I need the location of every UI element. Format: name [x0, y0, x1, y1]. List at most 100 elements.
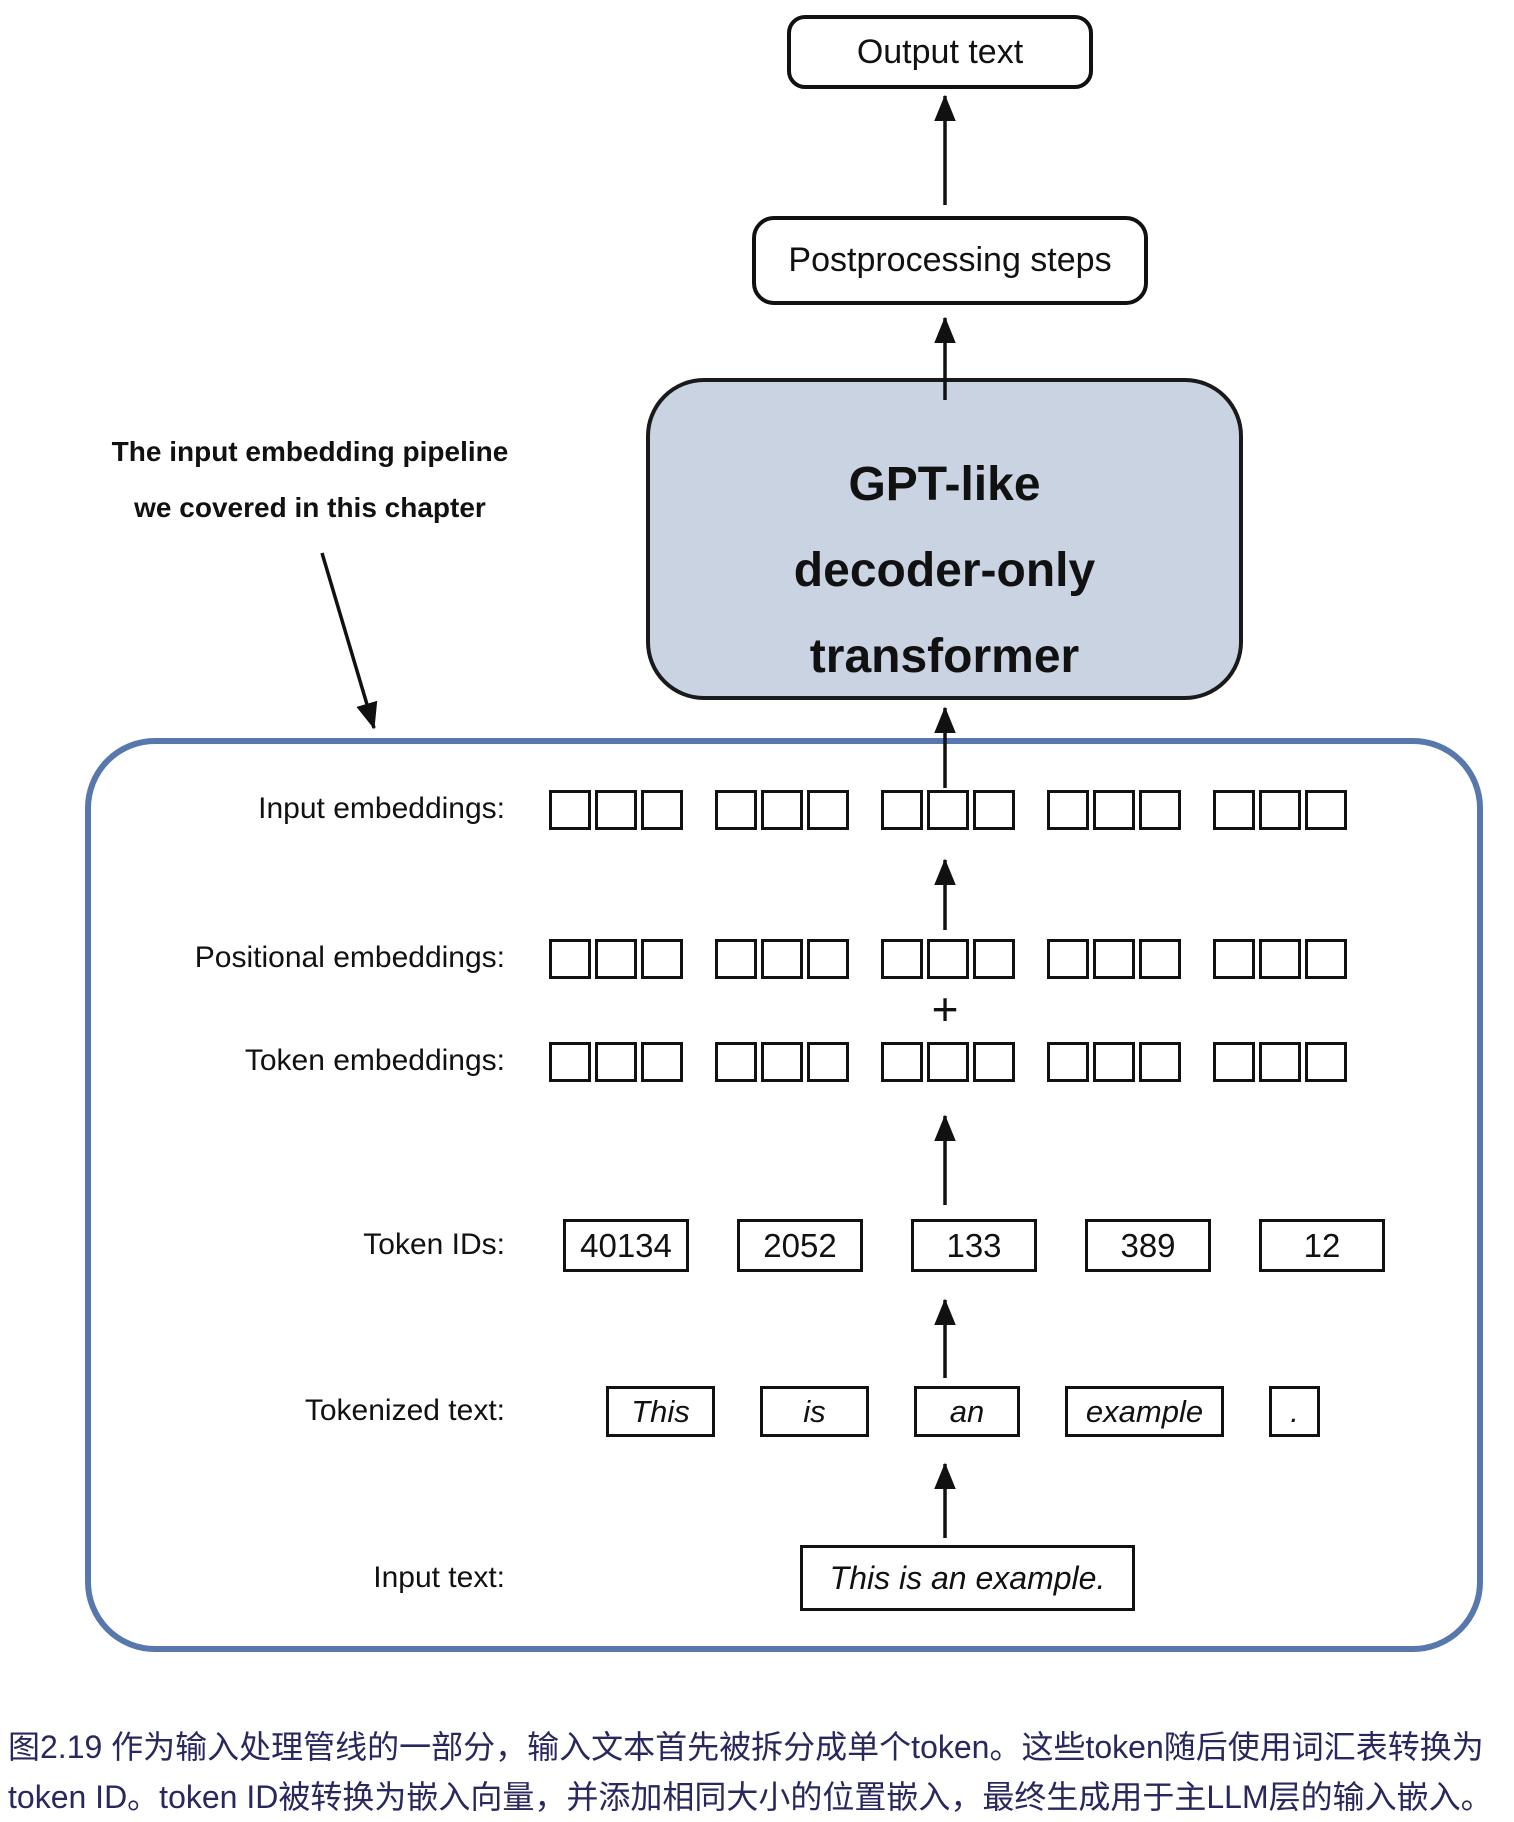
positional-embeddings-row	[549, 939, 1347, 979]
embedding-cell	[807, 1042, 849, 1082]
annotation-line-1: The input embedding pipeline	[111, 436, 509, 467]
token-box: is	[760, 1386, 869, 1437]
embedding-cell	[715, 939, 757, 979]
token-id-box: 133	[911, 1219, 1037, 1272]
embedding-vector-group	[1213, 939, 1347, 979]
embedding-cell	[715, 1042, 757, 1082]
input-text-box: This is an example.	[800, 1545, 1135, 1611]
embedding-cell	[1259, 939, 1301, 979]
input-embeddings-row	[549, 790, 1347, 830]
embedding-cell	[1259, 790, 1301, 830]
arrow-annotation-pointer	[320, 552, 378, 730]
annotation-line-2: we covered in this chapter	[134, 492, 486, 523]
embedding-cell	[1093, 790, 1135, 830]
embedding-cell	[807, 939, 849, 979]
embedding-cell	[1259, 1042, 1301, 1082]
token-id-box: 40134	[563, 1219, 689, 1272]
embedding-cell	[927, 1042, 969, 1082]
embedding-cell	[1305, 790, 1347, 830]
embedding-cell	[1305, 939, 1347, 979]
embedding-cell	[1213, 1042, 1255, 1082]
embedding-cell	[973, 1042, 1015, 1082]
transformer-line-3: transformer	[809, 630, 1080, 683]
embedding-cell	[641, 790, 683, 830]
postprocessing-steps-box: Postprocessing steps	[752, 216, 1148, 305]
output-text-box: Output text	[787, 15, 1093, 89]
embedding-cell	[927, 790, 969, 830]
embedding-cell	[761, 790, 803, 830]
embedding-cell	[549, 790, 591, 830]
embedding-cell	[595, 939, 637, 979]
embedding-cell	[927, 939, 969, 979]
embedding-cell	[1139, 790, 1181, 830]
token-ids-label: Token IDs:	[363, 1228, 505, 1261]
embedding-cell	[1093, 939, 1135, 979]
embedding-cell	[1213, 790, 1255, 830]
embedding-vector-group	[549, 939, 683, 979]
embedding-cell	[641, 939, 683, 979]
embedding-cell	[973, 939, 1015, 979]
caption-line-2: token ID。token ID被转换为嵌入向量，并添加相同大小的位置嵌入，最…	[8, 1779, 1493, 1815]
embedding-vector-group	[715, 939, 849, 979]
embedding-vector-group	[1213, 1042, 1347, 1082]
input-text-label: Input text:	[373, 1561, 505, 1594]
embedding-cell	[641, 1042, 683, 1082]
positional-embeddings-label: Positional embeddings:	[194, 941, 505, 974]
embedding-cell	[881, 1042, 923, 1082]
postprocessing-steps-label: Postprocessing steps	[788, 241, 1112, 279]
transformer-line-2: decoder-only	[793, 544, 1096, 597]
embedding-cell	[595, 1042, 637, 1082]
embedding-vector-group	[1047, 790, 1181, 830]
tokenized-text-label: Tokenized text:	[304, 1394, 505, 1427]
embedding-cell	[1047, 790, 1089, 830]
token-box: example	[1065, 1386, 1224, 1437]
annotation-note: The input embedding pipeline we covered …	[88, 424, 532, 536]
embedding-cell	[595, 790, 637, 830]
token-embeddings-label: Token embeddings:	[244, 1044, 505, 1077]
embedding-vector-group	[1047, 1042, 1181, 1082]
token-box: This	[606, 1386, 715, 1437]
pipeline-container	[85, 738, 1483, 1652]
transformer-line-1: GPT-like	[848, 458, 1041, 511]
embedding-cell	[761, 939, 803, 979]
figure-caption: 图2.19 作为输入处理管线的一部分，输入文本首先被拆分成单个token。这些t…	[8, 1722, 1508, 1822]
embedding-vector-group	[715, 790, 849, 830]
embedding-vector-group	[549, 1042, 683, 1082]
input-text-value: This is an example.	[829, 1559, 1106, 1596]
embedding-vector-group	[881, 1042, 1015, 1082]
embedding-cell	[807, 790, 849, 830]
token-id-box: 12	[1259, 1219, 1385, 1272]
input-embeddings-label: Input embeddings:	[258, 792, 505, 825]
plus-sign: +	[931, 983, 959, 1035]
transformer-box: GPT-like decoder-only transformer	[646, 378, 1243, 700]
embedding-vector-group	[1213, 790, 1347, 830]
embedding-vector-group	[715, 1042, 849, 1082]
embedding-cell	[715, 790, 757, 830]
embedding-cell	[1093, 1042, 1135, 1082]
token-id-box: 389	[1085, 1219, 1211, 1272]
token-box: .	[1269, 1386, 1320, 1437]
embedding-cell	[761, 1042, 803, 1082]
embedding-cell	[1139, 1042, 1181, 1082]
embedding-cell	[1213, 939, 1255, 979]
embedding-cell	[1047, 1042, 1089, 1082]
token-box: an	[914, 1386, 1020, 1437]
token-embeddings-row	[549, 1042, 1347, 1082]
embedding-cell	[881, 939, 923, 979]
embedding-cell	[1139, 939, 1181, 979]
embedding-cell	[973, 790, 1015, 830]
embedding-vector-group	[549, 790, 683, 830]
embedding-cell	[881, 790, 923, 830]
embedding-cell	[549, 1042, 591, 1082]
token-ids-row: 40134 2052 133 389 12	[563, 1219, 1385, 1272]
embedding-cell	[549, 939, 591, 979]
embedding-cell	[1047, 939, 1089, 979]
embedding-vector-group	[881, 939, 1015, 979]
output-text-label: Output text	[856, 32, 1024, 71]
token-id-box: 2052	[737, 1219, 863, 1272]
embedding-cell	[1305, 1042, 1347, 1082]
embedding-vector-group	[881, 790, 1015, 830]
caption-line-1: 图2.19 作为输入处理管线的一部分，输入文本首先被拆分成单个token。这些t…	[8, 1729, 1484, 1765]
